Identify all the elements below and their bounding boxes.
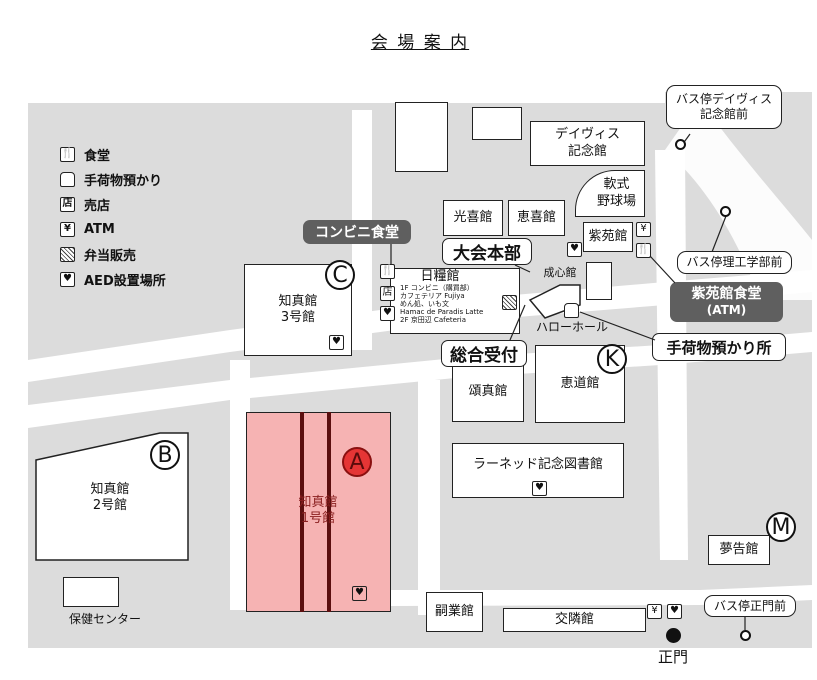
building-nichiryo-label: 日糧館 <box>420 269 460 284</box>
legend-item-atm: ¥ ATM <box>60 220 115 238</box>
road-mid-vertical <box>418 380 440 615</box>
zone-marker-a: A <box>342 447 372 477</box>
building-unlabeled-1 <box>395 102 448 172</box>
road-curve-right <box>665 100 812 300</box>
yen-icon: ¥ <box>636 222 651 237</box>
building-health-center <box>63 577 119 607</box>
chishin-1-stripe-left <box>300 412 304 612</box>
hello-hall-shape <box>528 284 581 319</box>
bus-stop-main-gate-marker <box>740 630 751 641</box>
aed-icon: ♥ <box>567 242 582 257</box>
baggage-icon <box>60 171 75 187</box>
baggage-callout: 手荷物預かり所 <box>652 333 786 361</box>
shop-icon: 店 <box>380 286 395 301</box>
building-korin: 交隣館 <box>503 608 646 632</box>
bus-stop-davis-marker <box>675 139 686 150</box>
building-kouki: 光喜館 <box>443 200 503 236</box>
building-seishin-label: 成心館 <box>543 266 577 279</box>
bus-stop-main-gate-label: バス停正門前 <box>704 595 796 617</box>
building-mukoku: 夢告館 <box>708 535 770 565</box>
bento-icon <box>502 295 517 310</box>
legend-item-dining: 🍴 食堂 <box>60 146 111 164</box>
bus-stop-science-label: バス停理工学部前 <box>677 251 792 274</box>
zone-marker-c: C <box>325 260 355 290</box>
conbini-callout: コンビニ食堂 <box>303 220 411 244</box>
main-gate-dot <box>666 628 681 643</box>
hq-callout: 大会本部 <box>442 238 532 265</box>
building-unlabeled-2 <box>472 107 522 140</box>
bento-icon <box>60 246 75 262</box>
dining-icon: 🍴 <box>636 243 651 258</box>
legend-item-shop: 店 売店 <box>60 195 110 214</box>
dining-icon: 🍴 <box>60 146 75 162</box>
building-seishin <box>586 262 612 300</box>
building-keiki: 恵喜館 <box>508 200 565 236</box>
building-shien: 紫苑館 <box>583 222 633 252</box>
reception-callout: 総合受付 <box>441 340 527 367</box>
building-davis: デイヴィス 記念館 <box>530 121 645 166</box>
dining-icon: 🍴 <box>380 264 395 279</box>
building-hello-hall-label: ハローホール <box>535 320 608 334</box>
building-chishin-1 <box>246 412 391 612</box>
building-chishin-2-label: 知真館 2号館 <box>90 482 130 514</box>
building-nichiryo <box>390 268 520 334</box>
zone-marker-k: K <box>597 344 627 374</box>
building-health-center-label: 保健センター <box>68 612 141 626</box>
shien-cafeteria-callout: 紫苑館食堂 (ATM) <box>670 282 783 322</box>
building-chishin-2-shape <box>35 432 189 561</box>
bus-stop-davis-label: バス停デイヴィス 記念館前 <box>666 85 782 129</box>
bus-stop-science-marker <box>720 206 731 217</box>
baggage-icon <box>564 303 579 318</box>
building-shigyo: 嗣業館 <box>426 592 483 632</box>
aed-icon: ♥ <box>60 271 75 287</box>
zone-marker-m: M <box>766 512 796 542</box>
chishin-1-stripe-right <box>327 412 331 612</box>
page-title: 会 場 案 内 <box>370 33 470 53</box>
zone-marker-b: B <box>150 440 180 470</box>
softball-field: 軟式 野球場 <box>575 170 645 217</box>
aed-icon: ♥ <box>380 306 395 321</box>
aed-icon: ♥ <box>532 481 547 496</box>
nichiryo-detail: 1F コンビニ（購買部） カフェテリア Fujiya めん処、いも文 Hamac… <box>400 284 484 325</box>
road-left-vertical <box>230 360 250 610</box>
building-shoushin: 頌真館 <box>452 362 524 422</box>
building-chishin-1-label: 知真館 1号館 <box>298 495 338 527</box>
shop-icon: 店 <box>60 196 75 212</box>
yen-icon: ¥ <box>647 604 662 619</box>
main-gate-label: 正門 <box>657 648 688 666</box>
aed-icon: ♥ <box>667 604 682 619</box>
legend-item-bento: 弁当販売 <box>60 245 136 264</box>
yen-icon: ¥ <box>60 221 75 237</box>
legend-item-baggage: 手荷物預かり <box>60 170 162 189</box>
aed-icon: ♥ <box>329 335 344 350</box>
aed-icon: ♥ <box>352 586 367 601</box>
legend-item-aed: ♥ AED設置場所 <box>60 270 166 289</box>
